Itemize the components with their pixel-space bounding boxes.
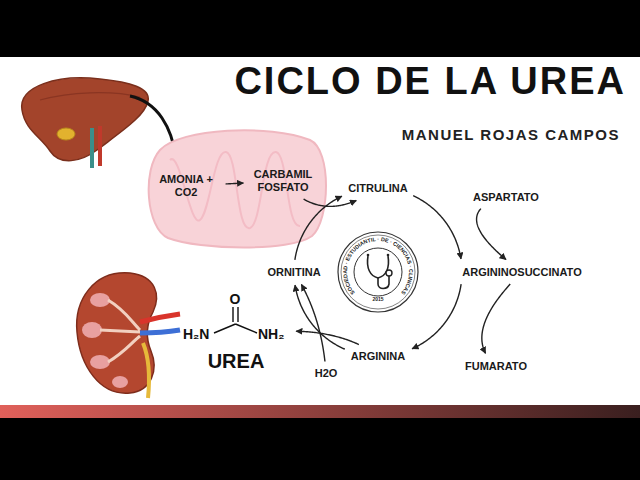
reaction-arrow <box>296 331 359 344</box>
node-text: ARGININA <box>351 350 405 363</box>
reaction-arrow <box>301 284 325 361</box>
metabolite-label: ARGININA <box>349 348 407 365</box>
mitochondrion <box>149 130 326 247</box>
node-text: ORNITINA <box>267 266 320 279</box>
reaction-arrow <box>412 284 461 349</box>
node-text: ARGININOSUCCINATO <box>462 266 581 279</box>
reaction-arrow <box>413 196 461 259</box>
metabolite-label: ORNITINA <box>265 264 322 281</box>
node-text: H₂N <box>183 326 209 342</box>
author-name: MANUEL ROJAS CAMPOS <box>402 126 620 143</box>
seal-text: SOCIEDAD · ESTUDIANTIL · DE · CIENCIAS ·… <box>342 236 414 296</box>
kidney <box>77 273 180 398</box>
title: CICLO DE LA UREA <box>234 60 626 103</box>
gradient-bar <box>0 405 640 418</box>
reaction-arrow <box>295 196 342 260</box>
reaction-arrow <box>482 284 510 353</box>
node-text: NH₂ <box>258 326 284 342</box>
product-label: CARBAMIL FOSFATO <box>248 166 318 195</box>
seal-year: 2015 <box>372 296 383 302</box>
node-text: CARBAMIL FOSFATO <box>250 168 316 193</box>
metabolite-label: FUMARATO <box>463 358 529 375</box>
metabolite-label: ARGININOSUCCINATO <box>460 264 583 281</box>
seal: SOCIEDAD · ESTUDIANTIL · DE · CIENCIAS ·… <box>338 232 418 312</box>
node-text: H2O <box>315 367 338 380</box>
node-text: AMONIA + CO2 <box>152 173 220 198</box>
metabolite-label: CITRULINA <box>346 180 409 197</box>
urea-structure: O H₂N NH₂ UREA <box>180 290 292 382</box>
node-text: FUMARATO <box>465 360 527 373</box>
reaction-arrow <box>226 182 244 184</box>
top-bar <box>0 0 640 57</box>
node-text: CITRULINA <box>348 182 407 195</box>
reactant-label: AMONIA + CO2 <box>150 171 222 200</box>
node-text: O <box>230 291 241 307</box>
metabolite-label: H2O <box>313 365 340 382</box>
reaction-arrow <box>477 209 506 260</box>
urea-bonds <box>214 307 257 333</box>
node-text: UREA <box>208 350 265 373</box>
metabolite-label: ASPARTATO <box>471 189 541 206</box>
reaction-arrow <box>295 285 345 349</box>
node-text: ASPARTATO <box>473 191 539 204</box>
liver <box>22 78 149 168</box>
bottom-bar <box>0 418 640 480</box>
